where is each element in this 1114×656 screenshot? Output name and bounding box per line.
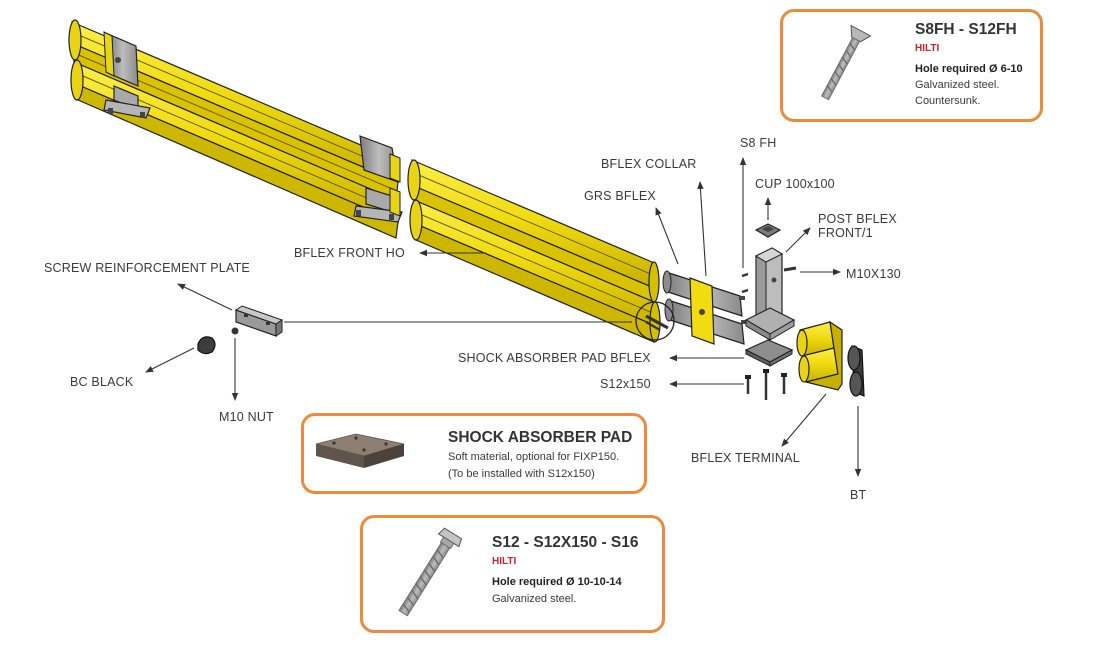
card-anchor-small: S8FH - S12FH HILTI Hole required Ø 6-10 … xyxy=(780,9,1043,122)
card-anchor-large-line1: Galvanized steel. xyxy=(492,593,577,605)
hex-anchor-icon xyxy=(398,527,463,617)
leader-lines xyxy=(145,157,862,477)
label-grs-bflex: GRS BFLEX xyxy=(584,189,656,203)
countersunk-anchor-icon xyxy=(821,24,872,101)
card-anchor-small-brand: HILTI xyxy=(915,43,940,54)
bt-end-cap xyxy=(847,345,865,397)
label-m10-nut: M10 NUT xyxy=(219,410,274,424)
label-bflex-front-ho: BFLEX FRONT HO xyxy=(294,246,405,260)
card-anchor-small-hole: Hole required Ø 6-10 xyxy=(915,63,1023,75)
post-bflex xyxy=(744,247,796,341)
label-m10x130: M10X130 xyxy=(846,267,901,281)
front-ho-rail xyxy=(407,159,661,343)
card-anchor-small-title: S8FH - S12FH xyxy=(915,21,1017,38)
card-anchor-large-hole: Hole required Ø 10-10-14 xyxy=(492,576,622,588)
label-bc-black: BC BLACK xyxy=(70,375,134,389)
shock-pad-plate xyxy=(744,339,794,363)
card-anchor-large-title: S12 - S12X150 - S16 xyxy=(492,534,639,551)
card-anchor-small-line1: Galvanized steel. xyxy=(915,79,1000,91)
label-s12x150: S12x150 xyxy=(600,377,651,391)
bc-black-cap xyxy=(197,336,216,355)
m10x130-bolt xyxy=(783,266,797,272)
card-shock-pad-line1: Soft material, optional for FIXP150. xyxy=(448,451,620,463)
label-cup: CUP 100x100 xyxy=(755,177,835,191)
bflex-terminal xyxy=(796,320,843,391)
label-bflex-collar: BFLEX COLLAR xyxy=(601,157,697,171)
detail-circle xyxy=(635,301,675,341)
label-screw-reinforcement-plate: SCREW REINFORCEMENT PLATE xyxy=(44,261,250,275)
long-rail xyxy=(68,19,403,239)
label-shock-absorber-pad-bflex: SHOCK ABSORBER PAD BFLEX xyxy=(458,351,651,365)
label-s8-fh: S8 FH xyxy=(740,136,777,150)
s8fh-screw xyxy=(741,272,749,278)
label-post-bflex-2: FRONT/1 xyxy=(818,226,873,240)
card-shock-pad-line2: (To be installed with S12x150) xyxy=(448,468,595,480)
card-anchor-large-brand: HILTI xyxy=(492,556,517,567)
label-post-bflex-1: POST BFLEX xyxy=(818,212,897,226)
label-bt: BT xyxy=(850,488,867,502)
card-shock-pad-title: SHOCK ABSORBER PAD xyxy=(448,429,633,446)
card-anchor-small-line2: Countersunk. xyxy=(915,95,981,107)
shock-pad-icon xyxy=(315,433,405,468)
card-anchor-large: S12 - S12X150 - S16 HILTI Hole required … xyxy=(360,515,665,633)
grs-sleeve xyxy=(662,270,747,345)
m10-nut xyxy=(231,327,239,335)
screw-reinforcement-plate xyxy=(234,305,284,337)
label-bflex-terminal: BFLEX TERMINAL xyxy=(691,451,800,465)
s12x150-anchors xyxy=(745,369,787,400)
card-shock-pad: SHOCK ABSORBER PAD Soft material, option… xyxy=(301,413,647,494)
